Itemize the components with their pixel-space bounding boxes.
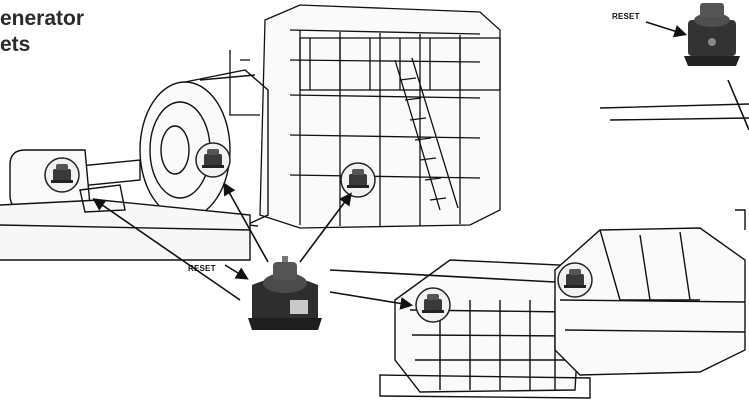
sensor-badge-compressor bbox=[415, 287, 451, 323]
page-title: enerator ets bbox=[0, 6, 84, 58]
sensor-badge-generator bbox=[195, 142, 231, 178]
reset-label-top: RESET bbox=[612, 12, 640, 21]
sensor-badge-motor bbox=[44, 157, 80, 193]
pointer-arrows bbox=[92, 21, 749, 310]
title-line-2: ets bbox=[0, 33, 31, 56]
sensor-badge-gearbox bbox=[557, 262, 593, 298]
vibration-switch-top bbox=[684, 3, 740, 66]
reset-label-main: RESET bbox=[188, 264, 216, 273]
gearbox-illustration bbox=[554, 103, 749, 376]
title-line-1: enerator bbox=[0, 7, 85, 30]
sensor-badge-engine bbox=[340, 162, 376, 198]
engine-illustration bbox=[229, 4, 501, 229]
vibration-switch-main bbox=[248, 256, 322, 330]
